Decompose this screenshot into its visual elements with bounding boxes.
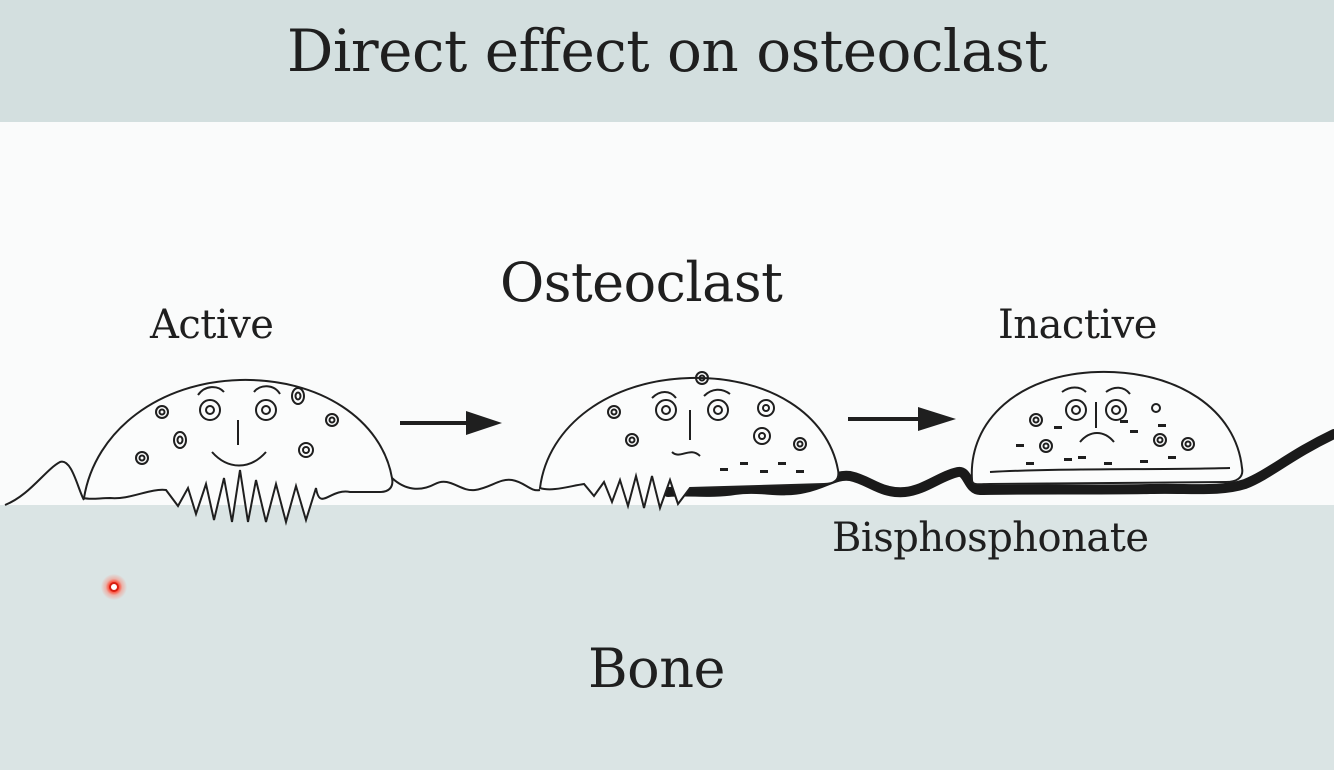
transitioning-osteoclast <box>538 371 840 512</box>
active-osteoclast <box>82 378 394 526</box>
bisphosphonate-particles <box>1016 420 1176 465</box>
bisphosphonate-label: Bisphosphonate <box>832 515 1149 561</box>
bone-label: Bone <box>588 637 725 700</box>
active-label: Active <box>150 302 274 348</box>
bone-surface-line <box>4 460 541 506</box>
inactive-osteoclast <box>970 370 1244 486</box>
bisphosphonate-layer <box>663 429 1334 498</box>
osteoclast-label: Osteoclast <box>500 251 783 314</box>
bone-region <box>0 505 1334 770</box>
right-arrow-icon <box>400 411 502 435</box>
slide-title: Direct effect on osteoclast <box>286 17 1048 85</box>
bisphosphonate-particles <box>720 462 804 473</box>
pointer-dot-icon <box>101 574 127 600</box>
title-band <box>0 0 1334 122</box>
right-arrow-icon <box>848 407 956 431</box>
inactive-label: Inactive <box>998 302 1157 348</box>
